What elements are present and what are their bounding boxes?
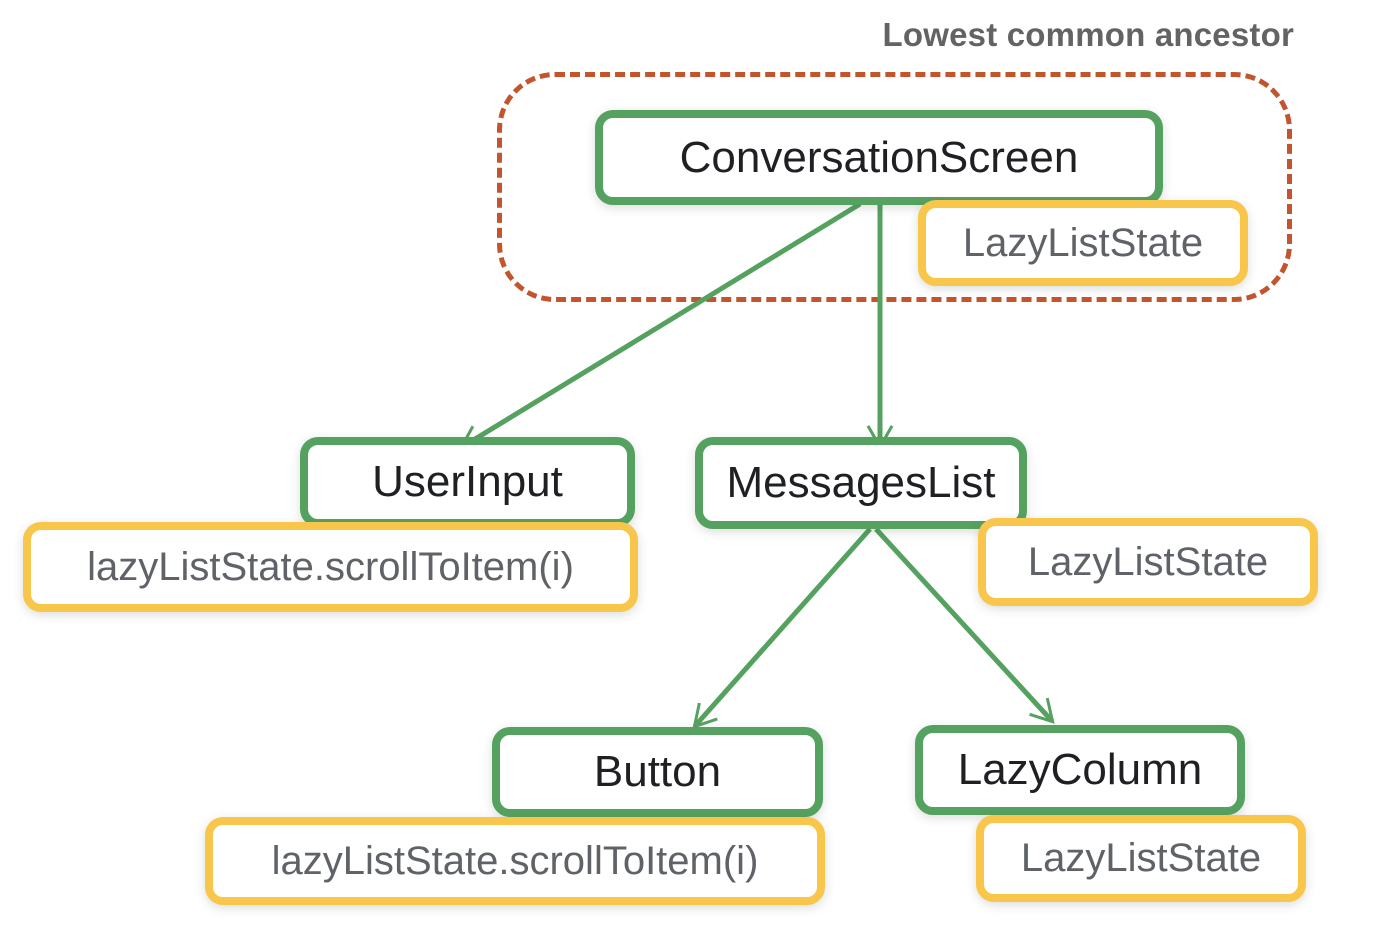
state-box-messages-list-label: LazyListState <box>1027 539 1269 584</box>
edge-messageslist-lazycolumn-arrow <box>874 527 1055 724</box>
node-user-input-label: UserInput <box>372 457 563 506</box>
node-messages-list: MessagesList <box>695 437 1027 529</box>
node-button: Button <box>492 727 823 817</box>
state-box-user-input-label: lazyListState.scrollToItem(i) <box>87 544 574 589</box>
node-conversation-screen-label: ConversationScreen <box>679 132 1079 182</box>
node-button-label: Button <box>593 747 722 796</box>
lowest-common-ancestor-label: Lowest common ancestor <box>882 16 1294 53</box>
state-box-lazy-column: LazyListState <box>976 815 1306 902</box>
node-lazy-column: LazyColumn <box>915 725 1245 815</box>
state-box-conversation-screen-label: LazyListState <box>962 220 1204 265</box>
node-conversation-screen: ConversationScreen <box>595 110 1163 205</box>
lowest-common-ancestor-boundary <box>497 72 1292 302</box>
state-box-button: lazyListState.scrollToItem(i) <box>205 817 825 905</box>
state-box-conversation-screen: LazyListState <box>918 200 1248 286</box>
state-box-button-label: lazyListState.scrollToItem(i) <box>271 838 759 883</box>
node-user-input: UserInput <box>300 437 635 527</box>
state-box-user-input: lazyListState.scrollToItem(i) <box>23 522 638 612</box>
edge-conversationscreen-userinput-arrow <box>458 201 862 450</box>
state-box-lazy-column-label: LazyListState <box>1020 836 1262 880</box>
node-messages-list-label: MessagesList <box>726 458 996 507</box>
edge-messageslist-button-arrow <box>692 527 872 729</box>
node-lazy-column-label: LazyColumn <box>957 745 1203 794</box>
state-box-messages-list: LazyListState <box>978 518 1318 606</box>
